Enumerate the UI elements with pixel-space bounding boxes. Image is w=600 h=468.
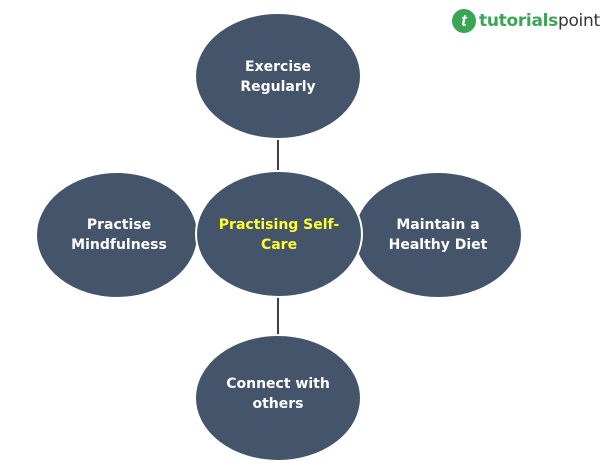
node-left: Practise Mindfulness <box>35 171 199 299</box>
node-right: Maintain a Healthy Diet <box>353 171 523 299</box>
tutorialspoint-logo: t tutorialspoint <box>452 9 600 33</box>
svg-text:Practise: Practise <box>87 217 151 233</box>
svg-text:Care: Care <box>261 237 297 253</box>
svg-text:Regularly: Regularly <box>240 79 315 95</box>
svg-text:Mindfulness: Mindfulness <box>71 237 167 253</box>
svg-text:Connect with: Connect with <box>226 376 330 392</box>
logo-mark: t <box>452 9 476 33</box>
svg-text:Exercise: Exercise <box>245 59 311 75</box>
svg-text:Practising Self-: Practising Self- <box>219 217 340 233</box>
node-bottom: Connect with others <box>194 334 362 462</box>
svg-text:Maintain a: Maintain a <box>396 217 479 233</box>
node-center: Practising Self- Care <box>195 170 363 298</box>
logo-text: tutorialspoint <box>479 11 600 31</box>
svg-text:others: others <box>252 396 303 412</box>
svg-text:Healthy Diet: Healthy Diet <box>389 237 488 253</box>
node-top: Exercise Regularly <box>194 12 362 140</box>
